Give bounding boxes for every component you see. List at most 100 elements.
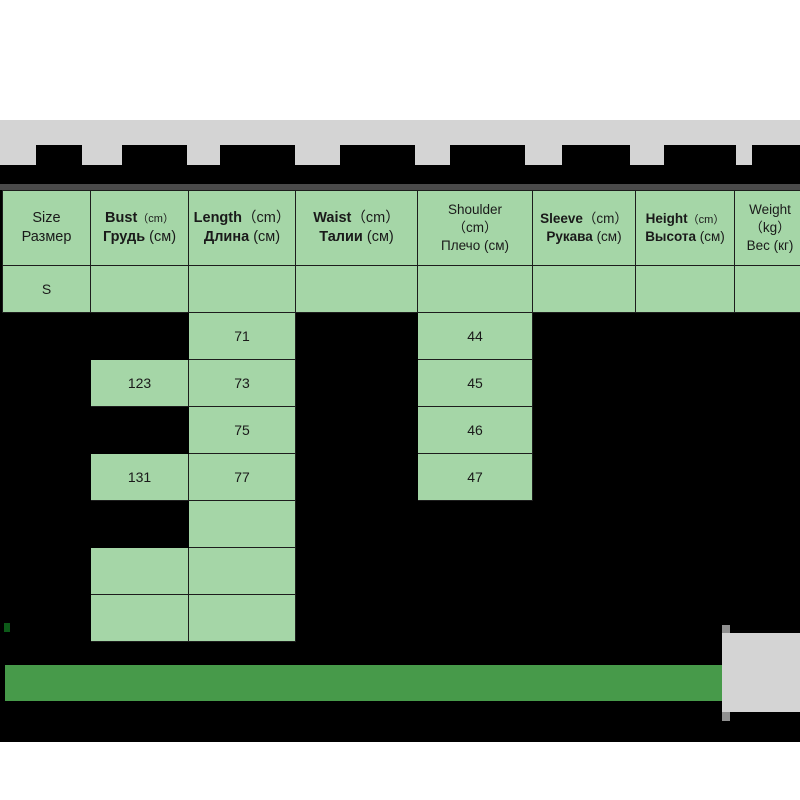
cell-weight: [734, 265, 800, 313]
cell-sleeve: [532, 406, 636, 454]
caption-banner: [5, 665, 722, 701]
table-row: 131 77 47: [2, 453, 800, 501]
corner-tab-bottom: [722, 712, 730, 721]
cell-shoulder: 45: [417, 359, 533, 407]
cell-sleeve: [532, 312, 636, 360]
cell-waist: [295, 547, 418, 595]
cell-bust: [90, 312, 189, 360]
cell-value: 44: [467, 327, 483, 344]
loading-progress-strip: [0, 120, 800, 190]
cell-shoulder: [417, 500, 533, 548]
cell-weight: [734, 547, 800, 595]
cell-shoulder: 47: [417, 453, 533, 501]
cell-value: 123: [127, 374, 152, 391]
cell-shoulder: 46: [417, 406, 533, 454]
cell-length: [188, 547, 296, 595]
header-cell-length: Length（cm） Длина (см): [188, 190, 296, 266]
size-chart-table: Size Размер Bust（cm） Грудь (см) Length（c…: [2, 190, 800, 642]
cell-height: [635, 547, 735, 595]
cell-shoulder: [417, 547, 533, 595]
cell-bust: 123: [90, 359, 189, 407]
cell-size: S: [2, 265, 91, 313]
header-height-ru: Высота (см): [645, 229, 725, 244]
cell-bust: [90, 547, 189, 595]
tooth-4: [340, 145, 415, 190]
header-bust-ru: Грудь (см): [102, 229, 177, 245]
tooth-1: [36, 145, 82, 190]
header-cell-bust: Bust（cm） Грудь (см): [90, 190, 189, 266]
cell-length: 71: [188, 312, 296, 360]
cell-length: 73: [188, 359, 296, 407]
cell-size: [2, 453, 91, 501]
cell-height: [635, 500, 735, 548]
header-size-ru: Размер: [21, 229, 72, 245]
cell-height: [635, 594, 735, 642]
caption-fragment: [4, 623, 10, 632]
header-size-en: Size: [32, 209, 61, 226]
cell-waist: [295, 406, 418, 454]
cell-length: [188, 594, 296, 642]
cell-value: 75: [234, 421, 250, 438]
header-cell-sleeve: Sleeve（cm） Рукава (см): [532, 190, 636, 266]
cell-bust: [90, 406, 189, 454]
cell-size: [2, 406, 91, 454]
cell-shoulder: 44: [417, 312, 533, 360]
cell-value: 131: [127, 468, 152, 485]
cell-height: [635, 265, 735, 313]
cell-waist: [295, 359, 418, 407]
cell-length: 75: [188, 406, 296, 454]
cell-size: [2, 547, 91, 595]
header-length-ru: Длина (см): [203, 229, 281, 245]
header-sleeve-en: Sleeve（cm）: [540, 211, 628, 227]
cell-size: [2, 594, 91, 642]
cell-weight: [734, 453, 800, 501]
header-cell-shoulder: Shoulder （cm） Плечо (см): [417, 190, 533, 266]
cell-size: [2, 500, 91, 548]
table-row: 75 46: [2, 406, 800, 454]
cell-weight: [734, 359, 800, 407]
header-weight-en: Weight: [749, 202, 791, 218]
cell-size: [2, 359, 91, 407]
cell-value: 47: [467, 468, 483, 485]
header-waist-ru: Талии (см): [319, 229, 394, 245]
cell-waist: [295, 453, 418, 501]
header-sleeve-ru: Рукава (см): [546, 229, 622, 244]
table-row: 123 73 45: [2, 359, 800, 407]
header-weight-ru: Вес (кг): [746, 237, 794, 253]
cell-shoulder: [417, 265, 533, 313]
corner-panel: [722, 633, 800, 712]
cell-sleeve: [532, 359, 636, 407]
cell-height: [635, 359, 735, 407]
cell-bust: 131: [90, 453, 189, 501]
cell-waist: [295, 265, 418, 313]
tooth-2: [122, 145, 187, 190]
table-row: 71 44: [2, 312, 800, 360]
cell-sleeve: [532, 500, 636, 548]
size-chart-body: S 71 44 123 73 45 75 46 131 77 47: [2, 265, 800, 642]
cell-waist: [295, 594, 418, 642]
cell-size: [2, 312, 91, 360]
strip-rule: [0, 184, 800, 190]
cell-height: [635, 453, 735, 501]
header-cell-height: Height（cm） Высота (см): [635, 190, 735, 266]
cell-bust: [90, 594, 189, 642]
cell-weight: [734, 500, 800, 548]
cell-sleeve: [532, 547, 636, 595]
header-waist-en: Waist（cm）: [313, 209, 400, 226]
table-row: S: [2, 265, 800, 313]
header-height-en: Height（cm）: [645, 211, 725, 227]
cell-length: [188, 265, 296, 313]
cell-length: [188, 500, 296, 548]
header-weight-unit: （kg）: [749, 220, 791, 236]
corner-tab-top: [722, 625, 730, 634]
tooth-3: [220, 145, 295, 190]
header-shoulder-en: Shoulder: [447, 202, 503, 218]
tooth-6: [562, 145, 630, 190]
cell-height: [635, 312, 735, 360]
header-row: Size Размер Bust（cm） Грудь (см) Length（c…: [2, 190, 800, 266]
tooth-8: [752, 145, 800, 190]
cell-value: 77: [234, 468, 250, 485]
cell-bust: [90, 500, 189, 548]
header-cell-waist: Waist（cm） Талии (см): [295, 190, 418, 266]
